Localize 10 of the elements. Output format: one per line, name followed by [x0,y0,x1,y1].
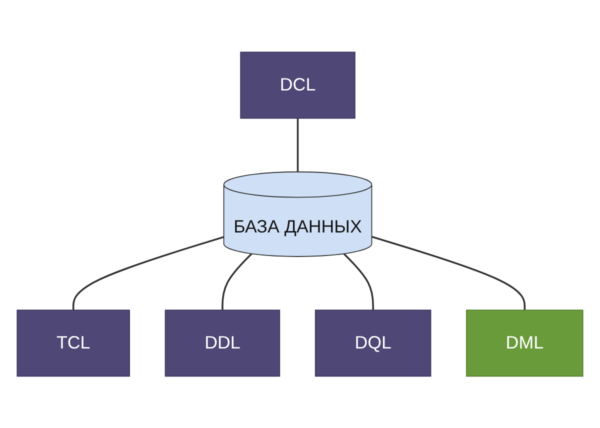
node-box: DQL [314,309,432,376]
connector [222,252,252,310]
connector [72,236,224,310]
connector [371,236,526,310]
connector [343,252,374,310]
connector [296,118,299,172]
node-box: DDL [164,309,280,376]
node-box: TCL [16,309,130,376]
node-box: DML [466,309,584,376]
node-box: DCL [240,52,356,119]
